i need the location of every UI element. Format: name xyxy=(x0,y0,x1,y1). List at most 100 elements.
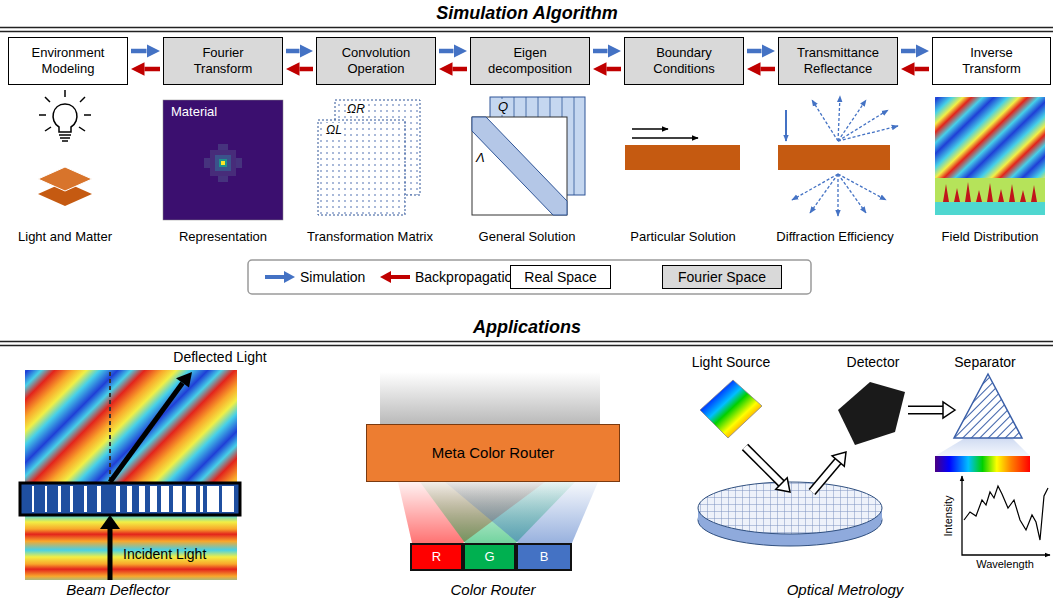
node-text: Convolution Operation xyxy=(329,45,423,76)
bulb-icon xyxy=(79,127,85,131)
beam-deflector xyxy=(32,486,34,512)
process-box: Inverse Transform xyxy=(932,37,1051,85)
beam-deflector xyxy=(173,486,182,512)
beam-deflector xyxy=(110,383,183,482)
process-box: Boundary Conditions xyxy=(624,37,744,85)
material-representation xyxy=(221,161,225,165)
slab-diffraction xyxy=(838,126,898,141)
optical-metrology xyxy=(812,460,839,492)
legend-arrow xyxy=(380,271,391,283)
optical-metrology xyxy=(964,486,1048,540)
optical-metrology xyxy=(838,382,905,445)
field-map xyxy=(935,202,1045,215)
slab-diffraction xyxy=(837,174,838,216)
node-text: Transmittance Reflectance xyxy=(791,45,885,76)
node-text: Boundary Conditions xyxy=(637,45,731,76)
optical-metrology xyxy=(832,452,846,466)
legend-arrow xyxy=(380,271,410,283)
process-box: Fourier Transform xyxy=(163,37,283,85)
beam-deflector xyxy=(97,486,101,512)
bulb-icon xyxy=(39,90,91,141)
node-text: Fourier Transform xyxy=(176,45,270,76)
beam-deflector xyxy=(207,486,219,512)
beam-deflector xyxy=(108,528,113,580)
legend-text: Simulation xyxy=(300,269,365,286)
bulb-icon xyxy=(45,97,50,102)
optical-metrology xyxy=(745,447,782,484)
material-representation xyxy=(163,100,283,220)
beam-deflector xyxy=(25,515,237,580)
flow-arrow xyxy=(439,49,454,54)
bulb-icon xyxy=(64,90,66,97)
beam-deflector xyxy=(45,486,47,512)
step-caption: Particular Solution xyxy=(630,229,736,245)
slab-diffraction xyxy=(810,174,838,213)
slab-particular xyxy=(632,137,698,138)
optical-metrology xyxy=(962,476,1050,555)
transformation-matrix xyxy=(318,120,405,215)
slab-particular xyxy=(625,129,740,170)
process-box: Eigen decomposition xyxy=(470,37,590,85)
flow-arrow xyxy=(915,67,930,72)
bulb-icon xyxy=(84,114,91,116)
beam-deflector xyxy=(100,515,120,529)
slab-diffraction xyxy=(838,174,886,200)
step-caption: Diffraction Efficiency xyxy=(776,229,893,245)
beam-deflector xyxy=(32,486,234,512)
beam-deflector xyxy=(186,486,196,512)
slab-diffraction xyxy=(778,96,898,216)
field-map xyxy=(935,178,1045,202)
step-caption: Representation xyxy=(179,229,267,245)
bulb-icon xyxy=(62,140,68,142)
transformation-matrix xyxy=(318,100,420,215)
slab-diffraction xyxy=(838,174,866,213)
optical-metrology xyxy=(700,380,762,438)
slab-diffraction xyxy=(812,100,838,141)
heading-rule xyxy=(0,341,1053,342)
slab-diffraction xyxy=(838,110,888,141)
field-map xyxy=(935,97,1045,215)
optical-metrology xyxy=(943,402,955,418)
optical-metrology xyxy=(776,478,790,492)
process-box: Convolution Operation xyxy=(316,37,436,85)
figure-label: Detector xyxy=(847,354,900,371)
optical-metrology xyxy=(812,460,839,492)
color-router-optics xyxy=(445,482,598,543)
slab-particular xyxy=(632,128,668,129)
pixel-box: G xyxy=(463,543,516,571)
node-text: B xyxy=(540,549,549,565)
eigen-matrices xyxy=(472,117,567,215)
node-text: Meta Color Router xyxy=(432,444,555,462)
slab-diffraction xyxy=(785,110,787,141)
figure-label: Incident Light xyxy=(123,546,206,563)
flow-arrow xyxy=(286,49,300,54)
slab-diffraction xyxy=(778,145,890,170)
beam-deflector xyxy=(222,486,234,512)
transformation-matrix xyxy=(318,120,405,215)
bulb-icon xyxy=(45,127,51,131)
flow-arrow xyxy=(453,67,468,72)
beam-deflector xyxy=(176,372,192,388)
material-representation xyxy=(218,144,228,182)
heading-rule xyxy=(0,31,1053,32)
legend-arrow xyxy=(284,271,295,283)
flow-arrow xyxy=(145,67,161,72)
legend-text: Real Space xyxy=(524,269,596,286)
legend-text: Backpropagation xyxy=(415,269,520,286)
slab-diffraction xyxy=(838,96,840,141)
beam-deflector xyxy=(116,486,120,512)
node-text: G xyxy=(484,549,494,565)
beam-deflector xyxy=(25,370,237,483)
beam-deflector xyxy=(127,486,132,512)
beam-deflector xyxy=(70,486,73,512)
application-caption: Color Router xyxy=(450,581,535,599)
bulb-icon xyxy=(60,137,70,139)
beam-deflector xyxy=(20,370,240,580)
figure-label: Deflected Light xyxy=(173,349,266,366)
heading-rule xyxy=(0,345,1053,346)
axis-label: Wavelength xyxy=(976,558,1034,571)
flow-arrow xyxy=(300,67,314,72)
